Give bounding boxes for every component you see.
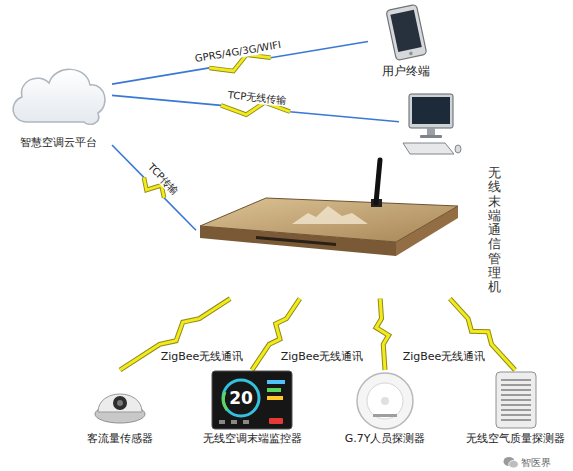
device-caption: 无线空调末端监控器 — [203, 432, 302, 446]
vertical-caption: 无线末端通信管理机 — [488, 166, 501, 295]
wireless-link — [112, 145, 196, 230]
air-quality-detector-icon — [470, 370, 560, 430]
device-caption: 无线空气质量探测器 — [466, 432, 565, 446]
device-caption: G.7Y人员探测器 — [345, 432, 426, 446]
sensor-device: G.7Y人员探测器 — [335, 370, 435, 446]
link-label: ZigBee无线通讯 — [279, 350, 366, 363]
link-label: GPRS/4G/3G/WIFI — [192, 39, 284, 66]
link-label: TCP无线传输 — [225, 89, 288, 107]
wechat-icon — [503, 456, 519, 469]
user-terminal — [399, 92, 463, 158]
device-caption: 客流量传感器 — [87, 432, 153, 446]
link-label: ZigBee无线通讯 — [159, 350, 246, 363]
user-terminal: 用户终端 — [368, 4, 444, 79]
gateway-box: 无线末端通信管理机 — [196, 156, 506, 299]
link-line — [112, 145, 196, 230]
tablet-icon — [376, 4, 436, 62]
device-caption: 用户终端 — [382, 64, 430, 79]
lightning-outline — [376, 299, 389, 370]
link-label: ZigBee无线通讯 — [401, 350, 488, 363]
sensor-device: 无线空气质量探测器 — [463, 370, 568, 446]
sensor-device: 无线空调末端监控器 — [197, 370, 307, 446]
display-reading: 20 — [229, 389, 253, 408]
lightning-bolt — [376, 299, 389, 370]
flow-sensor-icon — [75, 370, 165, 430]
device-caption: 智慧空调云平台 — [20, 136, 97, 150]
watermark: 智医界 — [521, 457, 551, 468]
router-device — [196, 156, 460, 261]
presence-detector-icon — [340, 370, 430, 430]
cloud-platform: 智慧空调云平台 — [4, 56, 112, 150]
computer-icon — [399, 92, 463, 158]
cloud-icon — [5, 56, 111, 134]
sensor-device: 客流量传感器 — [70, 370, 170, 446]
wireless-link — [376, 299, 389, 370]
